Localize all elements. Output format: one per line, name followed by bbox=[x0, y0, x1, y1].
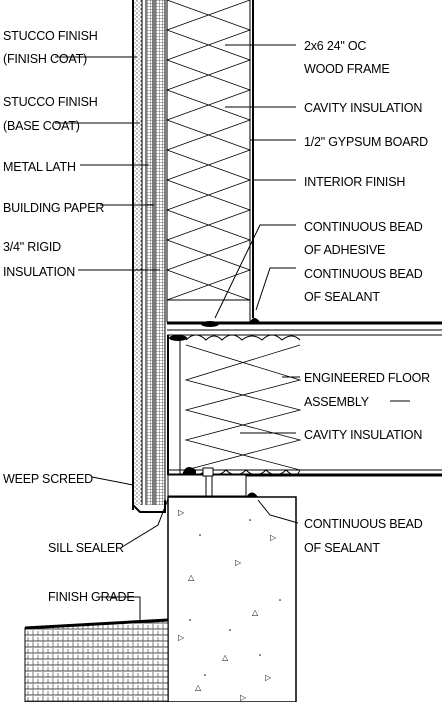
label-floor-assembly-2: ASSEMBLY bbox=[304, 395, 370, 409]
label-sealant-lower-2: OF SEALANT bbox=[304, 541, 380, 555]
svg-text:▷: ▷ bbox=[270, 533, 277, 542]
label-rigid-insulation-1: 3/4" RIGID bbox=[3, 240, 61, 254]
label-cavity-insulation-floor: CAVITY INSULATION bbox=[304, 428, 422, 442]
foundation: ▷ ▷ △ ▷ △ ▷ △ ▷ △ ▷ bbox=[167, 496, 297, 702]
label-wood-frame-1: 2x6 24" OC bbox=[304, 39, 366, 53]
label-gypsum-board: 1/2" GYPSUM BOARD bbox=[304, 135, 428, 149]
label-cavity-insulation-wall: CAVITY INSULATION bbox=[304, 101, 422, 115]
label-weep-screed: WEEP SCREED bbox=[3, 472, 93, 486]
labels-right: 2x6 24" OC WOOD FRAME CAVITY INSULATION … bbox=[304, 39, 430, 555]
label-sealant-lower-1: CONTINUOUS BEAD bbox=[304, 517, 423, 531]
label-sill-sealer: SILL SEALER bbox=[48, 541, 124, 555]
label-interior-finish: INTERIOR FINISH bbox=[304, 175, 405, 189]
svg-text:▷: ▷ bbox=[265, 673, 272, 682]
svg-text:▷: ▷ bbox=[240, 693, 247, 702]
label-adhesive-2: OF ADHESIVE bbox=[304, 243, 385, 257]
label-building-paper: BUILDING PAPER bbox=[3, 201, 104, 215]
svg-text:▷: ▷ bbox=[235, 558, 242, 567]
label-metal-lath: METAL LATH bbox=[3, 160, 76, 174]
label-rigid-insulation-2: INSULATION bbox=[3, 265, 75, 279]
labels-left: STUCCO FINISH (FINISH COAT) STUCCO FINIS… bbox=[3, 29, 135, 604]
label-finish-grade: FINISH GRADE bbox=[48, 590, 135, 604]
leader-lines-right bbox=[214, 44, 410, 524]
label-sealant-upper-2: OF SEALANT bbox=[304, 290, 380, 304]
label-stucco-finish-coat-2: (FINISH COAT) bbox=[3, 52, 87, 66]
label-adhesive-1: CONTINUOUS BEAD bbox=[304, 220, 423, 234]
leader-lines-left bbox=[55, 56, 169, 620]
svg-text:▷: ▷ bbox=[178, 633, 185, 642]
subfloor bbox=[167, 321, 442, 336]
label-floor-assembly-1: ENGINEERED FLOOR bbox=[304, 371, 430, 385]
svg-text:△: △ bbox=[222, 653, 229, 662]
label-stucco-base-coat-1: STUCCO FINISH bbox=[3, 95, 98, 109]
svg-text:△: △ bbox=[195, 683, 202, 692]
finish-grade bbox=[24, 618, 169, 702]
label-sealant-upper-1: CONTINUOUS BEAD bbox=[304, 267, 423, 281]
label-stucco-base-coat-2: (BASE COAT) bbox=[3, 119, 80, 133]
svg-text:▷: ▷ bbox=[178, 508, 185, 517]
label-stucco-finish-coat-1: STUCCO FINISH bbox=[3, 29, 98, 43]
stucco-layers bbox=[132, 0, 166, 510]
svg-text:△: △ bbox=[252, 608, 259, 617]
wall-cavity bbox=[165, 0, 254, 318]
svg-text:△: △ bbox=[188, 573, 195, 582]
label-wood-frame-2: WOOD FRAME bbox=[304, 62, 390, 76]
